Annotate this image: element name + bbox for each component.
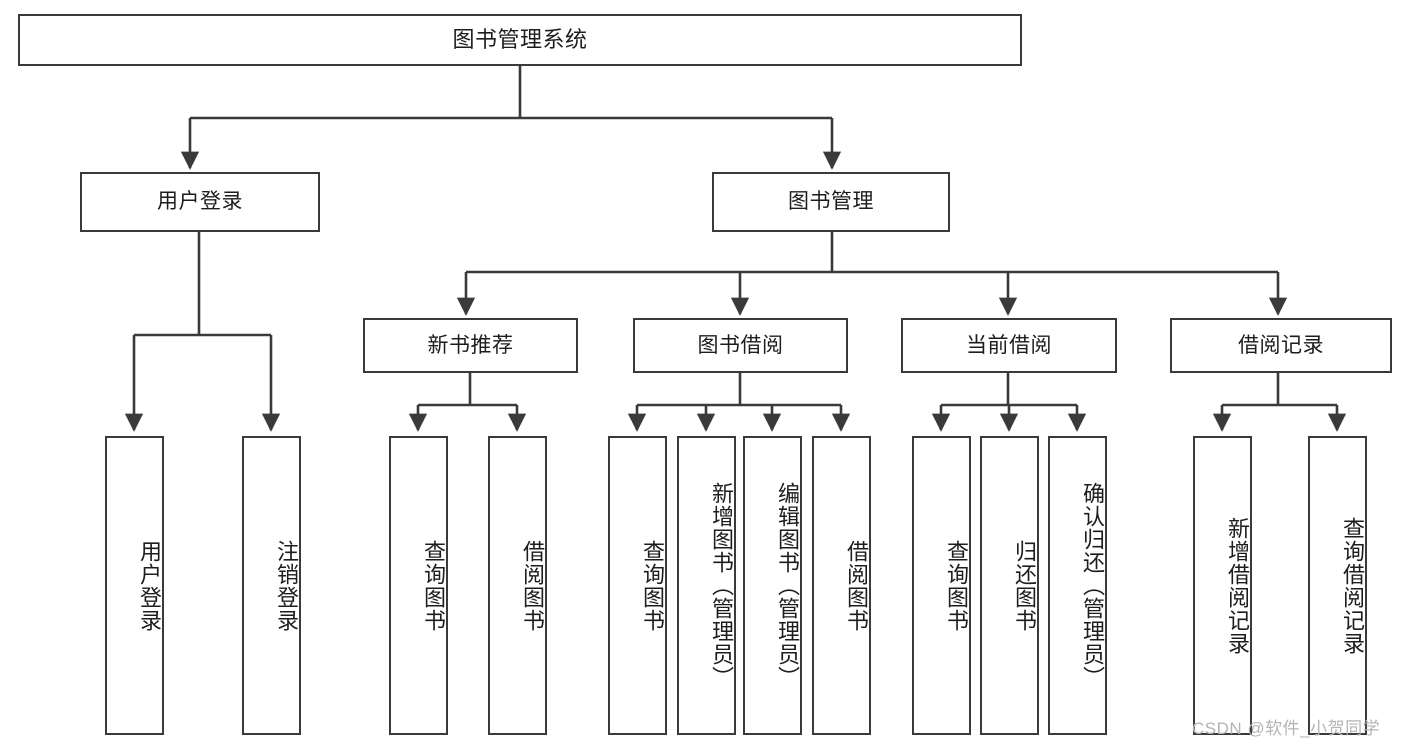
node-label: 编辑图书（管理员）	[775, 482, 800, 689]
leaf-borrow-record-add-record[interactable]: 新增借阅记录	[1193, 436, 1252, 735]
leaf-borrow-record-query-record[interactable]: 查询借阅记录	[1308, 436, 1367, 735]
node-label: 查询图书	[640, 539, 665, 632]
node-label: 图书管理	[788, 190, 874, 214]
leaf-book-borrow-edit-book-admin[interactable]: 编辑图书（管理员）	[743, 436, 802, 735]
node-label: 借阅图书	[844, 539, 869, 632]
node-label: 新书推荐	[427, 333, 514, 357]
node-borrow-record[interactable]: 借阅记录	[1170, 318, 1392, 373]
leaf-current-borrow-query-book[interactable]: 查询图书	[912, 436, 971, 735]
leaf-book-borrow-add-book-admin[interactable]: 新增图书（管理员）	[677, 436, 736, 735]
node-label: 查询借阅记录	[1340, 516, 1365, 655]
node-new-book-recommend[interactable]: 新书推荐	[363, 318, 578, 373]
node-label: 当前借阅	[966, 333, 1052, 357]
node-label: 借阅记录	[1238, 333, 1324, 357]
node-label: 用户登录	[137, 539, 162, 632]
leaf-user-login-logout[interactable]: 注销登录	[242, 436, 301, 735]
leaf-current-borrow-confirm-return-admin[interactable]: 确认归还（管理员）	[1048, 436, 1107, 735]
node-label: 新增图书（管理员）	[709, 482, 734, 689]
node-label: 图书管理系统	[452, 26, 588, 52]
node-label: 图书借阅	[697, 333, 784, 357]
node-current-borrow[interactable]: 当前借阅	[901, 318, 1117, 373]
node-user-login[interactable]: 用户登录	[80, 172, 320, 232]
node-label: 确认归还（管理员）	[1080, 482, 1105, 689]
leaf-new-book-query-book[interactable]: 查询图书	[389, 436, 448, 735]
leaf-user-login-login[interactable]: 用户登录	[105, 436, 164, 735]
leaf-current-borrow-return-book[interactable]: 归还图书	[980, 436, 1039, 735]
node-label: 注销登录	[274, 539, 299, 632]
node-label: 新增借阅记录	[1225, 516, 1250, 655]
node-label: 用户登录	[157, 190, 243, 214]
node-book-management[interactable]: 图书管理	[712, 172, 950, 232]
node-label: 归还图书	[1012, 539, 1037, 632]
leaf-new-book-borrow-book[interactable]: 借阅图书	[488, 436, 547, 735]
node-root-book-management-system[interactable]: 图书管理系统	[18, 14, 1022, 66]
node-book-borrow[interactable]: 图书借阅	[633, 318, 848, 373]
node-label: 查询图书	[944, 539, 969, 632]
node-label: 借阅图书	[520, 539, 545, 632]
csdn-watermark: CSDN @软件_小贺同学	[1192, 719, 1381, 738]
leaf-book-borrow-borrow-book[interactable]: 借阅图书	[812, 436, 871, 735]
leaf-book-borrow-query-book[interactable]: 查询图书	[608, 436, 667, 735]
node-label: 查询图书	[421, 539, 446, 632]
